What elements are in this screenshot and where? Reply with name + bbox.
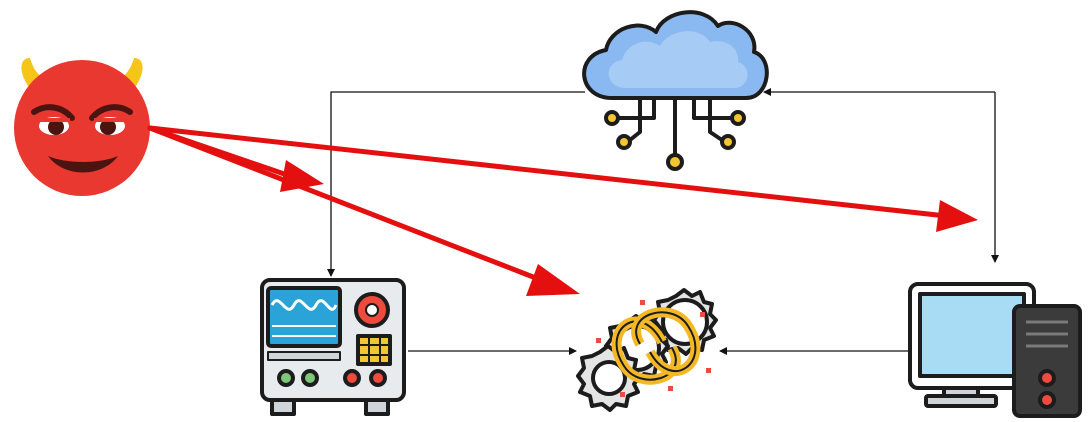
attack-arrow-to-workstation (147, 125, 978, 232)
oscilloscope-icon (260, 278, 406, 416)
devil-face-icon (14, 58, 150, 196)
link-cloud-to-instrument (327, 91, 585, 277)
connector-lines (327, 88, 999, 355)
cloud-network-icon (582, 10, 769, 171)
desktop-computer-icon (908, 282, 1082, 418)
attack-arrow-to-process (147, 125, 580, 296)
interlocking-gears-icon (576, 288, 718, 412)
attack-arrows (147, 125, 978, 296)
